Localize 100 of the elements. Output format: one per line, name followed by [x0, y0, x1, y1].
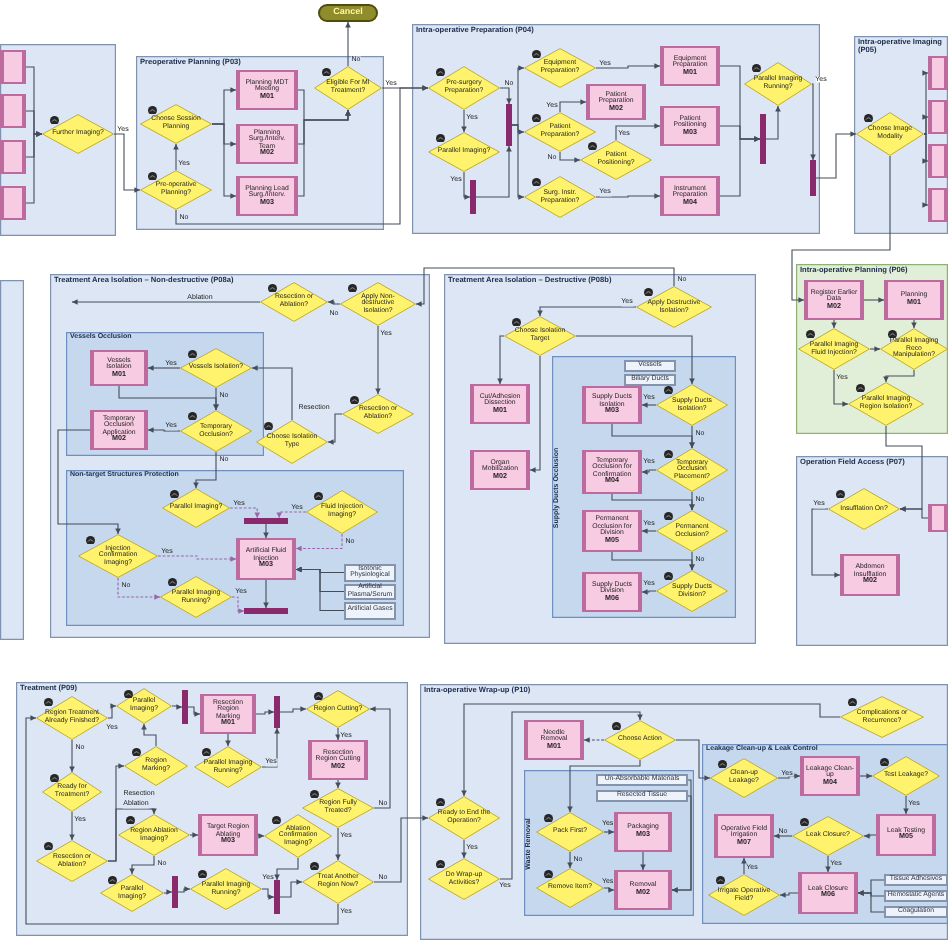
group-panel — [796, 456, 948, 646]
process-box — [198, 814, 258, 856]
decision-diamond — [124, 746, 188, 786]
arrow — [497, 335, 505, 385]
decision-diamond — [180, 348, 252, 388]
sync-bar — [506, 104, 512, 146]
arrow — [461, 839, 467, 859]
arrow — [461, 703, 841, 797]
arrow — [511, 124, 525, 200]
process-box — [470, 384, 530, 424]
arrow — [641, 528, 657, 534]
arrow — [276, 511, 307, 519]
decision-diamond — [162, 488, 230, 528]
arrow — [295, 566, 345, 612]
arrow — [815, 131, 857, 179]
arrow — [741, 857, 747, 875]
arrow — [113, 133, 141, 193]
arrow — [641, 402, 657, 408]
decision-diamond — [708, 874, 780, 916]
process-box — [236, 538, 296, 580]
subgroup-panel — [702, 744, 948, 924]
decision-diamond — [118, 814, 190, 856]
decision-diamond — [840, 696, 924, 738]
process-box — [90, 410, 148, 450]
process-box — [582, 572, 642, 612]
option-box — [884, 874, 948, 886]
decision-diamond — [428, 66, 500, 110]
arrow — [263, 579, 269, 609]
decision-diamond — [580, 140, 652, 180]
decision-diamond — [78, 534, 158, 578]
decision-diamond — [264, 814, 332, 858]
decision-diamond — [710, 758, 778, 798]
group-panel — [796, 264, 948, 434]
subgroup-panel — [66, 332, 264, 456]
arrow — [175, 85, 429, 225]
sync-bar — [274, 880, 280, 914]
arrow — [211, 123, 237, 199]
arrow — [229, 507, 260, 519]
process-box — [928, 56, 948, 90]
decision-diamond — [428, 796, 500, 840]
decision-diamond — [656, 384, 728, 426]
arrow — [231, 596, 245, 614]
process-box — [928, 188, 948, 222]
arrow — [327, 299, 341, 305]
process-box — [928, 100, 948, 134]
arrow — [327, 413, 343, 445]
decision-diamond — [100, 874, 164, 912]
arrow — [335, 827, 341, 861]
arrow — [263, 523, 269, 539]
arrow — [163, 889, 173, 895]
arrow — [189, 832, 199, 838]
arrow — [885, 425, 923, 512]
arrow — [922, 114, 929, 135]
group-panel — [0, 280, 24, 640]
group-panel — [136, 56, 384, 230]
process-box — [928, 144, 948, 178]
process-box — [236, 70, 298, 110]
arrow — [810, 83, 816, 161]
arrow — [173, 143, 179, 171]
decision-diamond — [524, 176, 596, 218]
arrow — [415, 267, 675, 307]
process-box — [884, 280, 944, 320]
arrow — [922, 133, 929, 208]
arrow — [147, 427, 181, 433]
arrow — [193, 451, 217, 489]
arrow — [559, 99, 587, 113]
decision-diamond — [656, 570, 728, 612]
arrow — [141, 723, 157, 747]
decision-diamond — [116, 688, 172, 724]
decision-diamond — [656, 510, 728, 552]
arrow — [107, 703, 117, 719]
arrow — [859, 773, 873, 779]
sync-bar — [172, 876, 178, 908]
sync-bar — [470, 180, 476, 214]
arrow — [641, 469, 657, 475]
process-box — [660, 176, 720, 216]
process-box — [90, 350, 148, 386]
decision-diamond — [428, 132, 500, 172]
decision-diamond — [504, 316, 576, 356]
decision-diamond — [604, 720, 676, 760]
option-box — [344, 602, 396, 619]
arrow — [147, 365, 181, 371]
arrow — [773, 833, 793, 839]
decision-diamond — [524, 48, 596, 88]
option-box — [624, 374, 676, 386]
decision-diamond — [194, 746, 262, 788]
process-box — [470, 450, 530, 490]
process-box — [308, 740, 368, 780]
subgroup-panel — [552, 356, 736, 618]
process-box — [876, 814, 936, 856]
arrow — [69, 739, 75, 773]
arrow — [257, 833, 265, 839]
process-box — [582, 450, 642, 494]
arrow — [297, 109, 351, 197]
arrow — [71, 299, 261, 305]
arrow — [25, 131, 43, 204]
sync-bar — [810, 160, 816, 196]
arrow — [595, 63, 661, 69]
arrow — [57, 429, 121, 535]
decision-diamond — [140, 104, 212, 144]
